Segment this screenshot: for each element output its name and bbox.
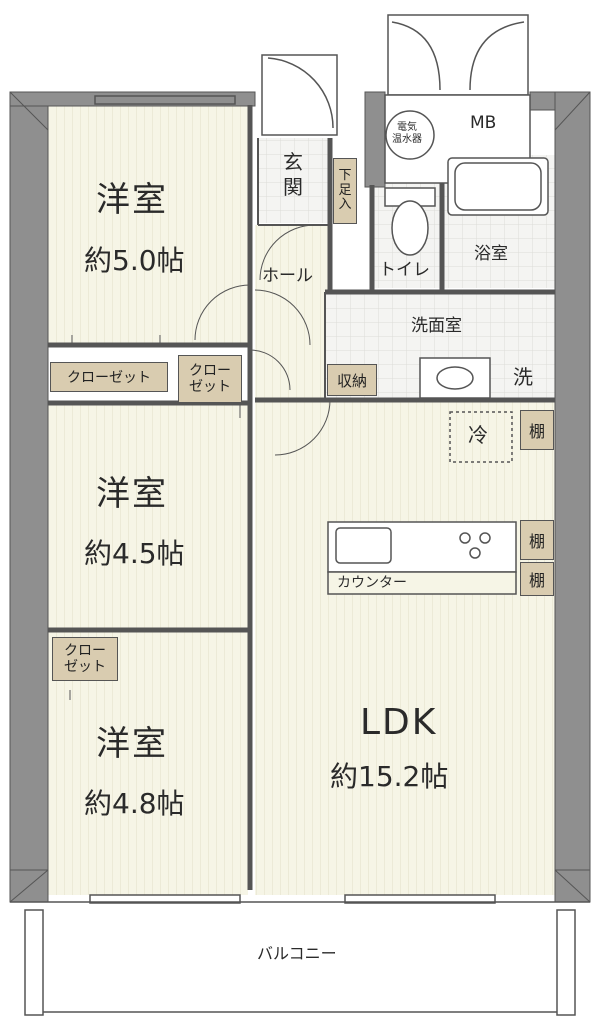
- room1-size: 約5.0帖: [84, 244, 185, 277]
- toilet-fixture: [384, 187, 436, 256]
- room2-floor: [48, 405, 248, 630]
- shoe-storage-label: 下 足 入: [333, 158, 357, 224]
- water-heater-symbol: [385, 110, 435, 160]
- washroom-label: 洗面室: [411, 316, 462, 336]
- water-heater-label: 電気 温水器: [392, 122, 422, 145]
- shelf-label-2: 棚: [520, 520, 554, 560]
- room2-name: 洋室: [96, 474, 168, 514]
- balcony-label: バルコニー: [257, 944, 337, 963]
- room3-name: 洋室: [96, 724, 168, 764]
- hall-label: ホール: [262, 266, 313, 286]
- bath-label: 浴室: [474, 244, 508, 264]
- toilet-label: トイレ: [379, 260, 430, 280]
- door-swings: [69, 224, 331, 700]
- genkan-label: 玄 関: [283, 150, 303, 199]
- room1-floor: [48, 105, 248, 345]
- genkan-floor: [258, 138, 330, 223]
- fridge-space: [449, 411, 513, 463]
- kitchen-counter: [327, 521, 517, 595]
- wash-basin: [419, 357, 491, 399]
- counter-label: カウンター: [337, 575, 407, 591]
- exterior-walls: [9, 91, 591, 903]
- ldk-size: 約15.2帖: [330, 760, 449, 793]
- ldk-name: LDK: [360, 702, 438, 743]
- storage-label: 収納: [327, 364, 377, 396]
- fridge-label: 冷: [468, 423, 488, 447]
- shelf-label-1: 棚: [520, 410, 554, 450]
- room2-size: 約4.5帖: [84, 537, 185, 570]
- closet-label-c: クロー ゼット: [52, 637, 118, 681]
- entrance-door: [261, 54, 338, 136]
- interior-walls: [48, 105, 555, 890]
- room1-name: 洋室: [96, 180, 168, 220]
- shelf-label-3: 棚: [520, 562, 554, 596]
- room3-size: 約4.8帖: [84, 787, 185, 820]
- closet-label-b: クロー ゼット: [178, 355, 242, 403]
- windows: [89, 95, 496, 904]
- bathtub: [447, 157, 549, 216]
- balcony-outline: [10, 901, 590, 1016]
- hall-floor: [255, 225, 330, 400]
- washer-label: 洗: [513, 365, 533, 389]
- mb-label: MB: [470, 113, 497, 133]
- closet-label-a: クローゼット: [50, 362, 168, 392]
- ldk-floor: [255, 400, 555, 895]
- mb-doors: [387, 14, 529, 96]
